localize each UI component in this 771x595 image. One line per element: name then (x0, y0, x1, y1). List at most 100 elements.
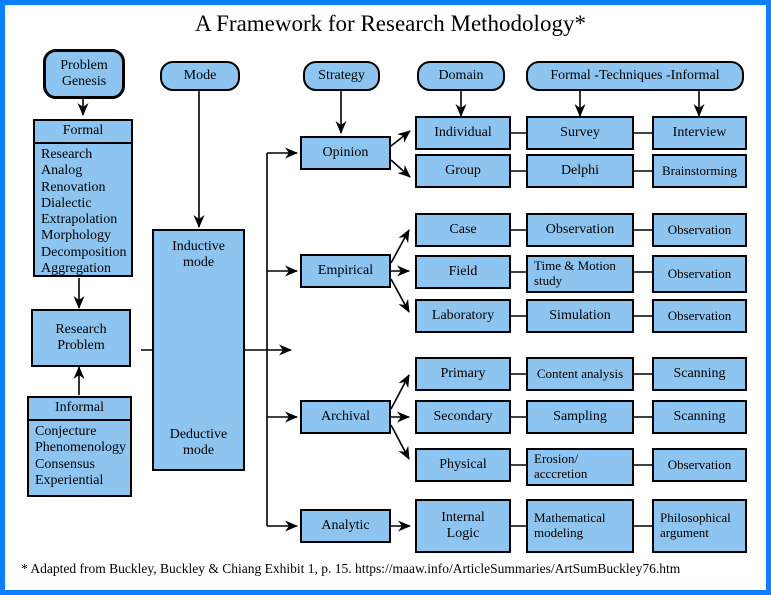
formal-technique-time-motion-line1: Time & Motion (534, 258, 616, 274)
strategy-analytic[interactable]: Analytic (300, 509, 391, 543)
informal-technique-observation-case-label: Observation (667, 221, 732, 237)
informal-technique-philosophical-argument[interactable]: Philosophical argument (652, 499, 747, 553)
deductive-mode-line1: Deductive (169, 426, 228, 442)
informal-technique-interview[interactable]: Interview (652, 116, 747, 150)
formal-item: Extrapolation (41, 212, 118, 228)
formal-item: Aggregation (41, 261, 111, 277)
informal-technique-observation-field-label: Observation (667, 265, 732, 281)
formal-technique-erosion-accretion[interactable]: Erosion/ acccretion (526, 448, 634, 486)
informal-technique-observation-laboratory[interactable]: Observation (652, 299, 747, 333)
domain-physical[interactable]: Physical (415, 448, 511, 482)
formal-technique-sampling[interactable]: Sampling (526, 400, 634, 434)
formal-technique-erosion-accretion-line2: acccretion (534, 466, 588, 481)
formal-genesis-box[interactable]: Formal Research Analog Renovation Dialec… (33, 119, 133, 277)
formal-item: Morphology (41, 228, 111, 244)
mode-box[interactable]: Inductive mode Deductive mode (152, 229, 245, 471)
informal-technique-observation-physical[interactable]: Observation (652, 448, 747, 482)
header-strategy[interactable]: Strategy (303, 61, 380, 91)
strategy-archival[interactable]: Archival (300, 400, 391, 434)
formal-technique-erosion-accretion-line1: Erosion/ (534, 451, 579, 467)
header-problem-genesis-line1: Problem (60, 58, 108, 74)
header-techniques[interactable]: Formal -Techniques -Informal (526, 61, 744, 91)
informal-technique-observation-field[interactable]: Observation (652, 255, 747, 293)
source-footnote: * Adapted from Buckley, Buckley & Chiang… (21, 561, 681, 576)
strategy-empirical[interactable]: Empirical (300, 254, 391, 288)
domain-laboratory[interactable]: Laboratory (415, 299, 511, 333)
formal-technique-delphi[interactable]: Delphi (526, 154, 634, 188)
formal-technique-simulation-label: Simulation (549, 308, 611, 324)
domain-individual[interactable]: Individual (415, 116, 511, 150)
research-problem-line2: Problem (57, 338, 105, 353)
formal-technique-survey-label: Survey (560, 125, 600, 141)
domain-internal-logic-line1: Internal (441, 510, 485, 526)
informal-technique-brainstorming[interactable]: Brainstorming (652, 154, 747, 188)
domain-group-label: Group (445, 163, 481, 179)
deductive-mode-line2: mode (182, 442, 215, 458)
informal-technique-scanning-primary-label: Scanning (673, 366, 726, 382)
formal-genesis-items: Research Analog Renovation Dialectic Ext… (35, 144, 131, 279)
informal-technique-scanning-secondary[interactable]: Scanning (652, 400, 747, 434)
informal-technique-scanning-primary[interactable]: Scanning (652, 357, 747, 391)
formal-item: Renovation (41, 179, 106, 195)
header-problem-genesis-line2: Genesis (61, 74, 107, 89)
domain-secondary-label: Secondary (433, 409, 493, 425)
informal-technique-observation-physical-label: Observation (667, 456, 732, 472)
formal-technique-delphi-label: Delphi (560, 163, 600, 179)
formal-technique-content-analysis[interactable]: Content analysis (526, 357, 634, 391)
formal-technique-observation-case-label: Observation (545, 222, 615, 238)
formal-technique-content-analysis-label: Content analysis (536, 365, 624, 381)
informal-technique-observation-case[interactable]: Observation (652, 213, 747, 247)
research-problem-box[interactable]: Research Problem (31, 309, 131, 367)
informal-item: Conjecture (35, 424, 97, 439)
domain-case[interactable]: Case (415, 213, 511, 247)
formal-genesis-header: Formal (35, 121, 131, 144)
formal-technique-simulation[interactable]: Simulation (526, 299, 634, 333)
informal-technique-observation-laboratory-label: Observation (667, 307, 732, 323)
informal-item: Experiential (35, 472, 104, 488)
inductive-mode-line2: mode (182, 255, 215, 271)
domain-group[interactable]: Group (415, 154, 511, 188)
strategy-opinion-label: Opinion (322, 145, 369, 161)
strategy-opinion[interactable]: Opinion (300, 136, 391, 170)
informal-genesis-box[interactable]: Informal Conjecture Phenomenology Consen… (27, 396, 132, 497)
domain-individual-label: Individual (434, 125, 492, 141)
header-problem-genesis[interactable]: Problem Genesis (43, 49, 125, 99)
deductive-mode-label: Deductive mode (154, 427, 243, 459)
formal-technique-time-motion[interactable]: Time & Motion study (526, 255, 634, 293)
formal-item: Analog (41, 163, 83, 179)
inductive-mode-line1: Inductive (172, 239, 225, 254)
domain-primary[interactable]: Primary (415, 357, 511, 391)
formal-technique-time-motion-line2: study (534, 273, 563, 288)
header-strategy-label: Strategy (318, 68, 365, 84)
formal-item: Research (41, 147, 93, 162)
research-problem-line1: Research (55, 322, 107, 338)
informal-technique-philosophical-argument-line2: argument (660, 525, 709, 540)
formal-technique-mathematical-modeling[interactable]: Mathematical modeling (526, 499, 634, 553)
informal-genesis-items: Conjecture Phenomenology Consensus Exper… (29, 421, 130, 491)
formal-item: Decomposition (41, 244, 127, 260)
domain-physical-label: Physical (439, 457, 487, 473)
formal-technique-mathematical-modeling-line1: Mathematical (534, 510, 606, 526)
formal-technique-observation-case[interactable]: Observation (526, 213, 634, 247)
strategy-archival-label: Archival (321, 409, 370, 425)
formal-technique-survey[interactable]: Survey (526, 116, 634, 150)
domain-secondary[interactable]: Secondary (415, 400, 511, 434)
header-mode-label: Mode (183, 68, 217, 84)
strategy-analytic-label: Analytic (321, 518, 370, 534)
domain-primary-label: Primary (440, 366, 486, 382)
formal-item: Dialectic (41, 195, 92, 211)
domain-field-label: Field (448, 264, 478, 280)
informal-technique-interview-label: Interview (672, 125, 727, 141)
header-mode[interactable]: Mode (160, 61, 240, 91)
informal-technique-philosophical-argument-line1: Philosophical (660, 510, 731, 526)
header-domain[interactable]: Domain (417, 61, 505, 91)
page-title: A Framework for Research Methodology* (195, 11, 586, 36)
informal-item: Phenomenology (35, 440, 126, 456)
informal-genesis-header: Informal (29, 398, 130, 421)
informal-technique-brainstorming-label: Brainstorming (661, 162, 738, 178)
domain-field[interactable]: Field (415, 255, 511, 289)
formal-technique-mathematical-modeling-line2: modeling (534, 525, 584, 540)
domain-internal-logic-line2: Logic (446, 526, 480, 541)
domain-internal-logic[interactable]: Internal Logic (415, 499, 511, 553)
